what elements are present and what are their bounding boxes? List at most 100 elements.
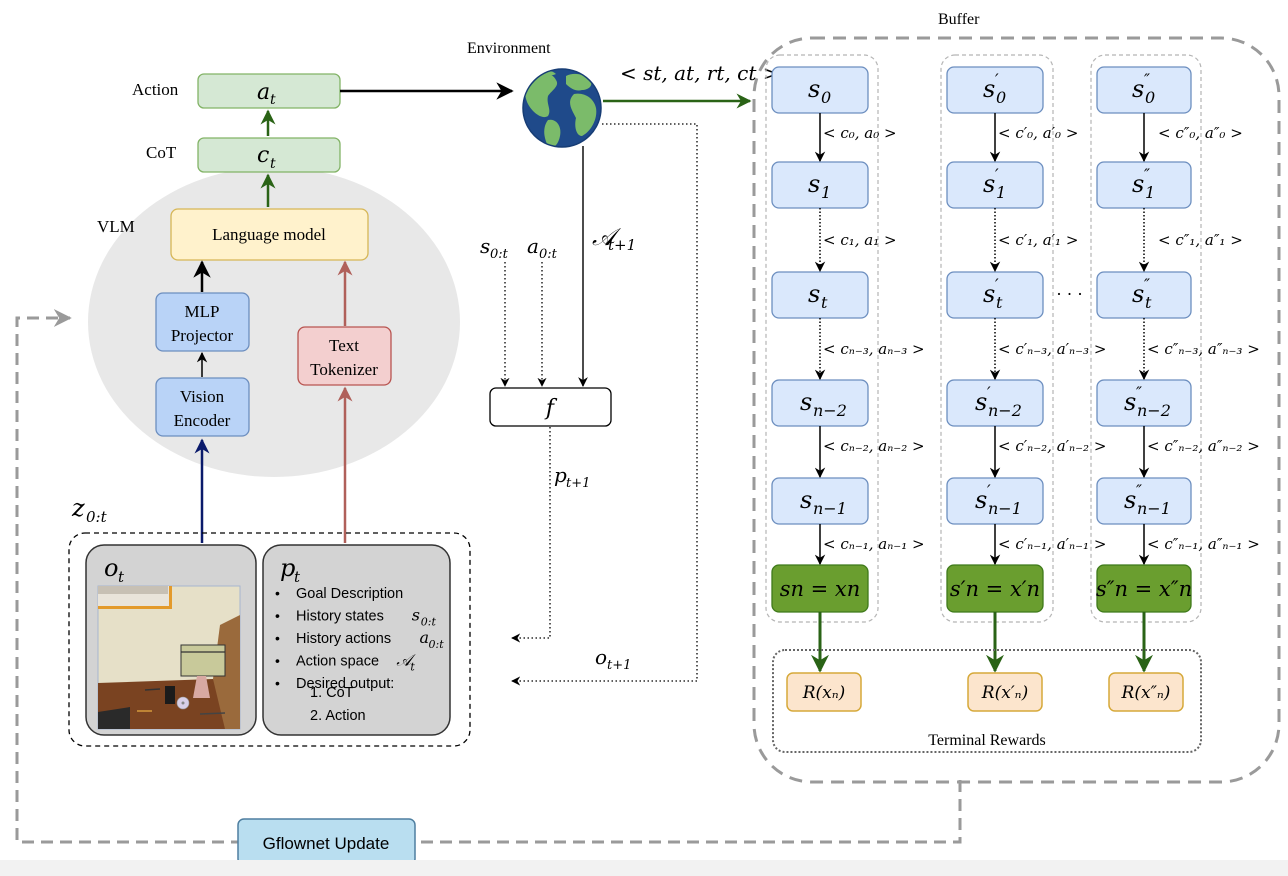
trajectory-outline [765, 54, 879, 623]
transition-edge: < c″ₙ₋₁, a″ₙ₋₁ > [1138, 524, 1260, 566]
svg-text:t: t [270, 92, 276, 108]
transition-label: < c₁, a₁ > [823, 231, 897, 249]
svg-text:t+1: t+1 [566, 476, 590, 491]
svg-text:o: o [595, 645, 607, 669]
transition-edge: < c₀, a₀ > [814, 113, 897, 163]
prompt-item: •Desired output: [275, 675, 394, 692]
svg-text:s: s [983, 280, 995, 308]
svg-text:Gflownet Update: Gflownet Update [263, 834, 390, 853]
desired-output-1: 1. CoT [310, 685, 354, 701]
transition-label: < c″ₙ₋₃, a″ₙ₋₃ > [1147, 340, 1260, 358]
transition-edge: < c′ₙ₋₃, a′ₙ₋₃ > [989, 318, 1106, 381]
svg-text:Language model: Language model [212, 225, 326, 244]
prompt-item-sub: 0:t [429, 638, 445, 651]
trajectory-outline [1090, 54, 1202, 623]
svg-text:t: t [821, 293, 828, 312]
bullet: • [275, 630, 280, 646]
buffer-column: s′0s′1s′ts′n−2s′n−1s′n = x′n< c′₀, a′₀ >… [940, 54, 1106, 712]
trajectory-outline [940, 54, 1054, 623]
transition-label: < c″ₙ₋₂, a″ₙ₋₂ > [1147, 437, 1260, 455]
transition-label: < c′ₙ₋₂, a′ₙ₋₂ > [998, 437, 1106, 455]
svg-text:n−2: n−2 [813, 401, 847, 420]
svg-text:Tokenizer: Tokenizer [310, 360, 378, 379]
transition-edge: < c′₀, a′₀ > [989, 113, 1078, 163]
svg-text:t: t [270, 156, 276, 172]
svg-text:1: 1 [996, 183, 1006, 202]
transition-edge: < c″₀, a″₀ > [1138, 113, 1243, 163]
transition-edge: < c′₁, a′₁ > [989, 208, 1078, 273]
svg-text:′: ′ [995, 275, 999, 294]
svg-text:a: a [257, 80, 270, 105]
prompt-item-sub: t [410, 661, 415, 674]
svg-text:R(xₙ): R(xₙ) [802, 683, 846, 703]
transition-label: < cₙ₋₂, aₙ₋₂ > [823, 437, 925, 455]
svg-text:a: a [527, 234, 539, 258]
svg-text:Text: Text [329, 336, 359, 355]
buffer-label: Buffer [938, 11, 980, 28]
transition-edge: < c″₁, a″₁ > [1138, 208, 1243, 273]
svg-text:s: s [1132, 75, 1144, 103]
prompt-next-label: p t+1 [554, 463, 590, 491]
terminal-state-node: sn = xn [771, 564, 869, 613]
cot-label: CoT [146, 143, 177, 162]
svg-text:′: ′ [987, 383, 991, 402]
state-node: s″t [1096, 271, 1192, 319]
vlm-label: VLM [97, 217, 135, 236]
svg-text:p: p [280, 554, 295, 582]
svg-text:sn = xn: sn = xn [780, 577, 861, 601]
transition-edge: < c′ₙ₋₂, a′ₙ₋₂ > [989, 426, 1106, 479]
bullet: • [275, 608, 280, 624]
text-tokenizer-box: Text Tokenizer [297, 326, 392, 386]
transition-edge: < c₁, a₁ > [814, 208, 897, 273]
desired-output-2: 2. Action [310, 708, 366, 724]
svg-text:0:t: 0:t [490, 247, 509, 262]
cot-box: c t [197, 137, 341, 173]
transition-label: < c″₁, a″₁ > [1158, 231, 1243, 249]
buffer-ellipsis: · · · [1056, 284, 1083, 304]
prompt-item-text: Goal Description [296, 586, 403, 602]
transition-tuple: < st, at, rt, ct > [620, 61, 779, 85]
state-node: s″n−2 [1096, 379, 1192, 427]
inputs-container [68, 532, 471, 747]
terminal-rewards-label: Terminal Rewards [928, 732, 1046, 749]
svg-text:′: ′ [987, 481, 991, 500]
prompt-item-math: 𝒜 [396, 651, 416, 670]
svg-text:n−1: n−1 [988, 499, 1022, 518]
svg-text:″: ″ [1144, 275, 1150, 294]
svg-text:o: o [104, 554, 118, 582]
svg-text:n−2: n−2 [988, 401, 1022, 420]
svg-text:s: s [983, 75, 995, 103]
transition-label: < cₙ₋₃, aₙ₋₃ > [823, 340, 925, 358]
transition-edge: < cₙ₋₁, aₙ₋₁ > [814, 524, 925, 566]
svg-text:1: 1 [1145, 183, 1155, 202]
env-to-observation-arrow [511, 123, 698, 686]
state-node: s′t [946, 271, 1044, 319]
svg-text:R(x′ₙ): R(x′ₙ) [981, 683, 1028, 703]
svg-text:0: 0 [1145, 88, 1155, 107]
action-box: a t [197, 73, 341, 109]
states-history-label: s 0:t [480, 234, 509, 262]
bullet: • [275, 585, 280, 601]
prompt-item-text: History actions [296, 631, 391, 647]
prompt-item: • Goal Description [275, 585, 403, 602]
state-node: s″n−1 [1096, 477, 1192, 525]
transition-label: < c″₀, a″₀ > [1158, 124, 1243, 142]
observation-next-label: o t+1 [595, 645, 631, 673]
observation-panel: o t [85, 544, 257, 736]
bullet: • [275, 653, 280, 669]
svg-text:′: ′ [995, 70, 999, 89]
svg-text:0: 0 [996, 88, 1006, 107]
state-node: s′1 [946, 161, 1044, 209]
transition-label: < cₙ₋₁, aₙ₋₁ > [823, 535, 925, 553]
svg-text:s: s [480, 234, 490, 258]
terminal-rewards-container [772, 649, 1202, 753]
action-space-next-label: 𝒜 t+1 [592, 223, 636, 254]
svg-text:s: s [808, 280, 820, 308]
